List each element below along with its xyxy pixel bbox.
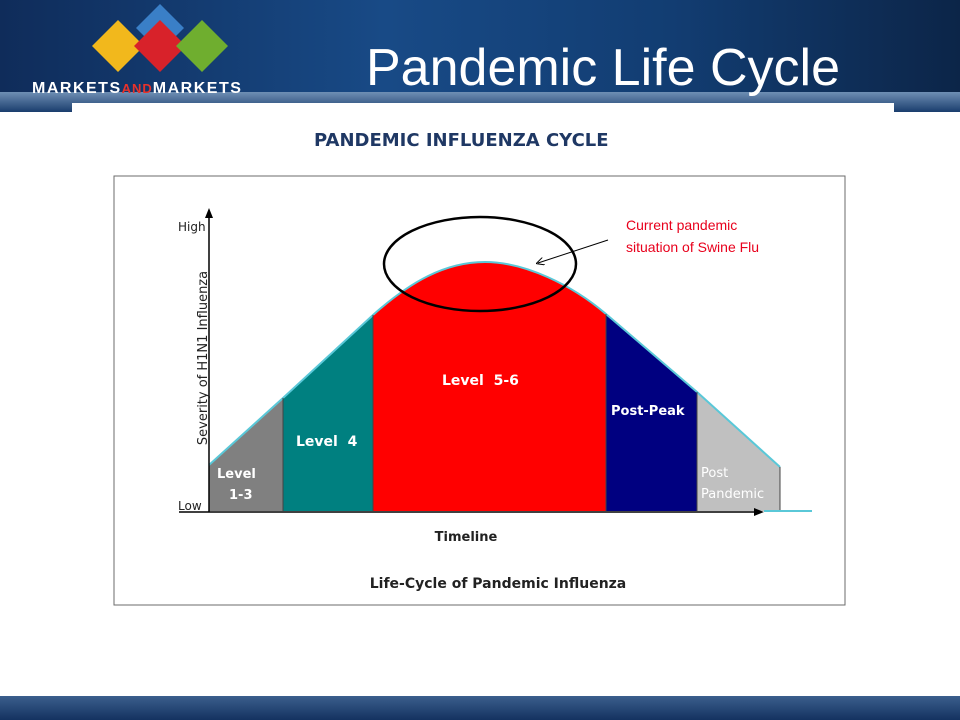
phase-label-line: Post <box>701 466 728 481</box>
logo-diamond-yellow <box>92 20 144 72</box>
current-situation-highlight <box>382 215 578 313</box>
annotation-arrow <box>538 239 609 263</box>
logo-diamond-green <box>176 20 228 72</box>
brand-logo-icon <box>92 4 228 72</box>
phase-label-post-peak: Post-Peak <box>611 404 685 419</box>
phase-label-line: Level <box>217 467 256 482</box>
content-card <box>72 103 894 123</box>
phase-label-line: 1-3 <box>229 488 253 503</box>
y-low-label: Low <box>178 499 202 513</box>
logo-diamond-red <box>134 20 186 72</box>
curve-outline <box>208 260 781 468</box>
brand-word-1: MARKETS <box>32 80 122 97</box>
annotation-line: Current pandemic <box>626 217 737 233</box>
x-axis-label: Timeline <box>435 530 498 545</box>
annotation-line: situation of Swine Flu <box>626 239 759 255</box>
phase-label-level-1-3: Level 1-3 <box>217 467 260 503</box>
slide-title: Pandemic Life Cycle <box>366 39 840 97</box>
y-high-label: High <box>178 220 206 234</box>
slide-footer <box>0 696 960 720</box>
brand-wordmark: MARKETSANDMARKETS <box>32 80 242 98</box>
phase-label-line: Pandemic <box>701 487 764 502</box>
brand-word-and: AND <box>121 81 153 96</box>
annotation-text: Current pandemic situation of Swine Flu <box>626 217 759 255</box>
figure-caption: Life-Cycle of Pandemic Influenza <box>370 576 627 592</box>
y-axis-arrow-icon <box>205 208 213 218</box>
x-axis-arrow-icon <box>754 508 764 516</box>
y-axis-label: Severity of H1N1 Influenza <box>196 271 211 445</box>
phase-label-level-4: Level 4 <box>296 434 358 450</box>
phase-label-post-pandemic: Post Pandemic <box>701 466 764 502</box>
brand-word-2: MARKETS <box>152 80 243 97</box>
figure-heading: PANDEMIC INFLUENZA CYCLE <box>314 130 609 151</box>
phase-label-level-5-6: Level 5-6 <box>442 373 519 389</box>
phase-level-5-6 <box>373 262 606 511</box>
